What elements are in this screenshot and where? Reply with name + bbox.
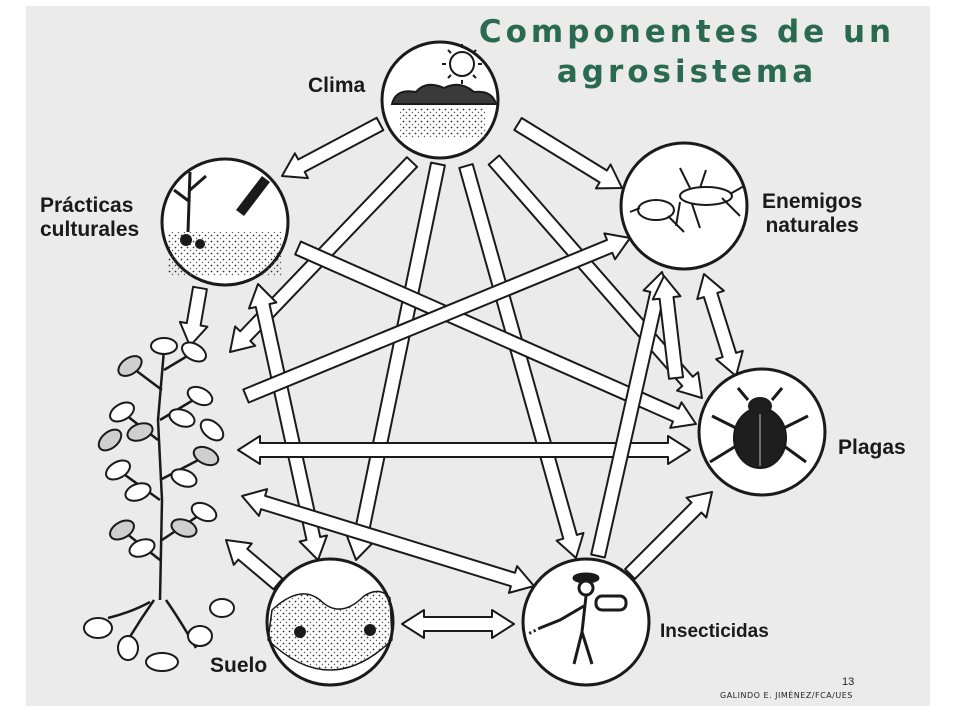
potato-tubers [83,598,235,672]
slide-title: Componentes de un agrosistema [452,12,922,92]
arrow-plagas-to-enemigos [651,275,684,380]
node-insecticidas [521,557,651,687]
author-credit: GALINDO E. JIMÉNEZ/FCA/UES [720,691,853,700]
plant-leaf [109,401,135,423]
arrow-suelo-to-plant [225,539,284,591]
plant-leaf [128,538,156,558]
arrow-practicas-to-plant [178,285,209,347]
arrow-clima-to-enemigos [513,117,623,190]
rain-pattern [400,108,486,138]
slide-title-line-2: agrosistema [556,54,818,90]
plant-leaf [181,341,207,363]
shovel-icon [236,176,270,216]
sun-icon [442,44,482,84]
arrow-plant-plagas [237,435,691,465]
plant-leaf [150,337,178,355]
plant-leaf [168,408,196,428]
plant-leaf [192,445,220,467]
node-practicas [160,157,290,287]
node-clima [380,40,500,160]
label-enemigos-line-2: naturales [765,214,859,237]
label-insecticidas: Insecticidas [660,621,769,642]
farmer-sprayer-icon [527,572,628,665]
plant-leaf [117,355,143,377]
plant-leaf [170,518,198,538]
plant-stem-icon [173,171,207,233]
insecticidas-circle [521,557,651,687]
label-enemigos-line-1: Enemigos [762,190,863,213]
plant-leaf [124,482,152,502]
soil-layer [267,590,393,671]
arrow-clima-to-practicas [281,116,385,180]
node-suelo [265,557,395,687]
page-number: 13 [842,676,855,688]
label-suelo: Suelo [210,654,268,677]
plant-leaf [109,519,135,541]
plant-leaf [199,418,225,442]
label-plagas: Plagas [838,436,906,459]
label-clima: Clima [308,74,366,97]
plant-leaf [190,501,218,523]
arrow-suelo-insecticidas [401,609,515,639]
label-practicas-culturales: Prácticas culturales [40,194,139,242]
node-enemigos [619,141,749,271]
node-plagas [697,367,827,497]
label-practicas-line-2: culturales [40,218,140,241]
plant-leaf [126,422,154,442]
insect-icon [629,167,745,233]
arrow-practicas-to-plagas [294,240,697,429]
arrow-insecticidas-to-plagas [624,491,713,580]
enemigos-circle [619,141,749,271]
label-enemigos-naturales: Enemigos naturales [762,190,862,238]
plant-leaf [186,385,214,407]
plant-leaf [97,428,123,452]
leaves-layer [97,337,225,558]
cloud-icon [390,83,498,105]
plant-leaf [105,459,131,481]
label-practicas-line-1: Prácticas [40,194,134,217]
arrow-clima-to-insecticidas [458,163,585,559]
beetle-icon [709,387,809,469]
plant-leaf [170,468,198,488]
slide-title-line-1: Componentes de un [478,14,896,50]
arrows-layer [178,116,744,639]
arrow-plant-to-enemigos [242,232,631,404]
